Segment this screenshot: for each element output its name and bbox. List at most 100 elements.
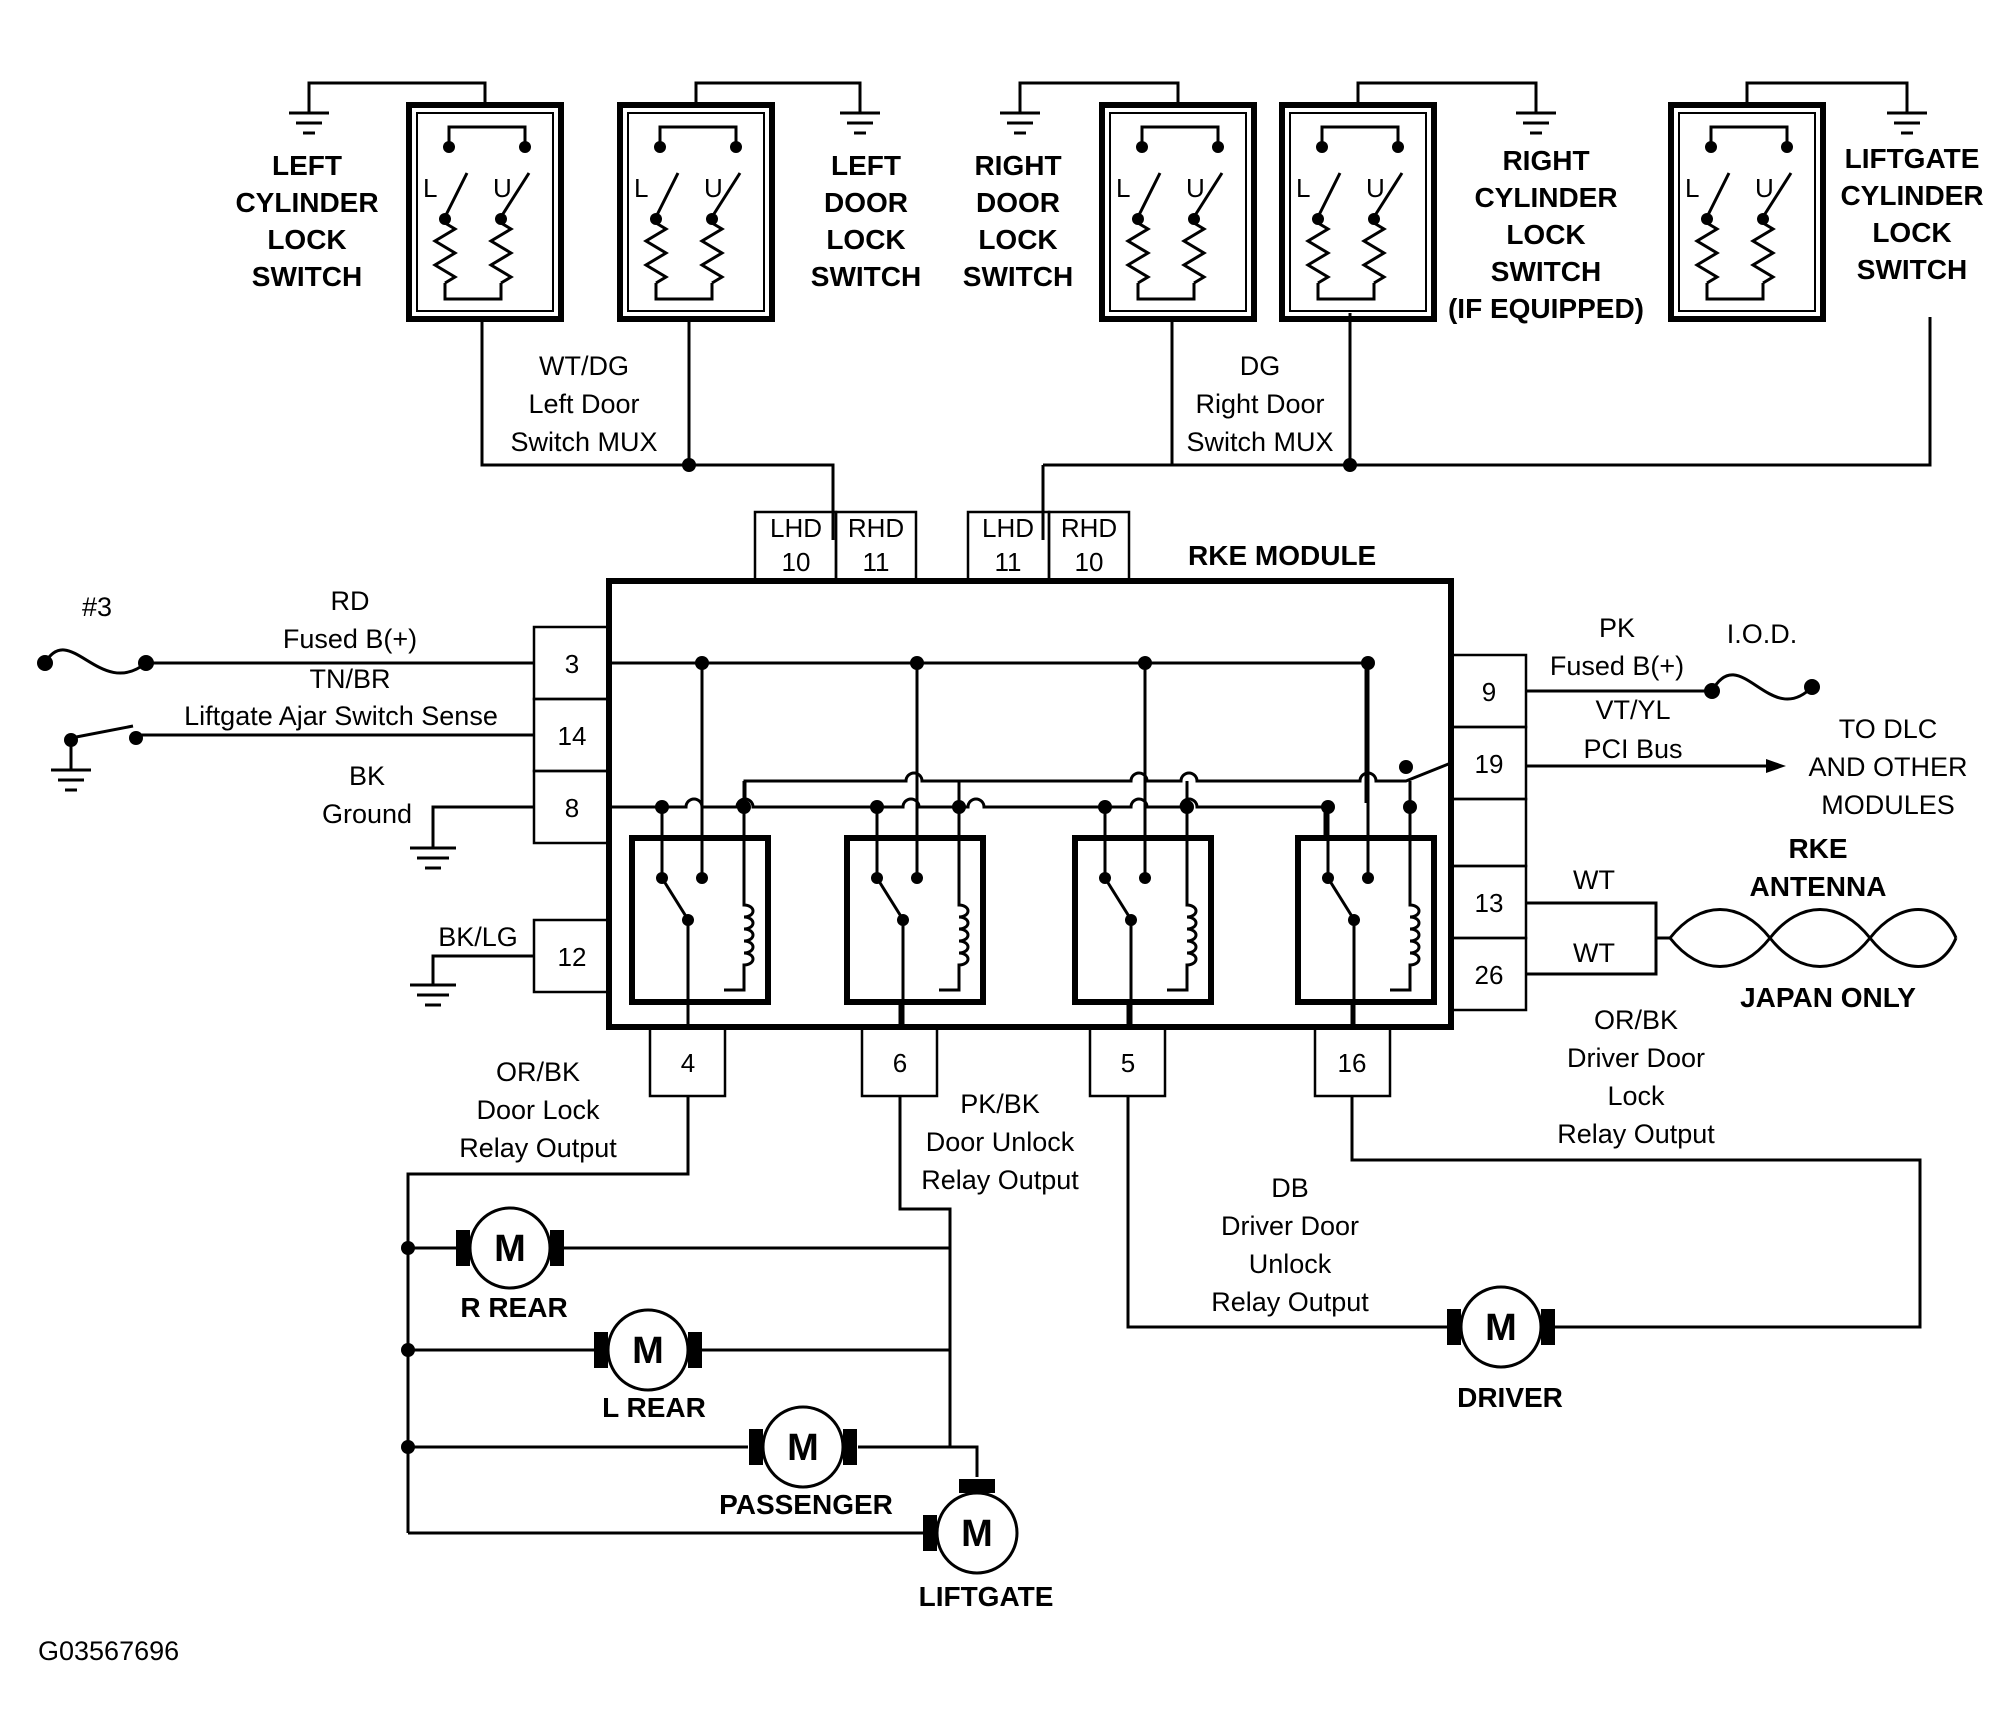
switch-lock-contact-label: L	[423, 173, 437, 203]
switch-unlock-contact-label: U	[1755, 173, 1774, 203]
pin-19: 19	[1475, 749, 1504, 779]
motor-symbol: M	[787, 1427, 819, 1469]
svg-text:LEFT: LEFT	[831, 150, 901, 181]
top-pin-number: 11	[995, 547, 1022, 577]
svg-text:Fused B(+): Fused B(+)	[1550, 651, 1684, 681]
motor-driver: M	[1447, 1285, 1555, 1369]
motor-label-l-rear: L REAR	[602, 1392, 706, 1423]
figure-id: G03567696	[38, 1636, 179, 1666]
svg-text:DG: DG	[1240, 351, 1281, 381]
motor-label-r-rear: R REAR	[460, 1292, 567, 1323]
svg-text:Door Lock: Door Lock	[476, 1095, 600, 1125]
ground-pin-12: BK/LG	[410, 922, 534, 1007]
svg-text:SWITCH: SWITCH	[1491, 256, 1601, 287]
motor-liftgate: M	[923, 1479, 1019, 1575]
svg-text:RKE: RKE	[1788, 833, 1847, 864]
fuse-3-circuit: #3 RD Fused B(+)	[37, 586, 534, 675]
svg-text:Driver Door: Driver Door	[1567, 1043, 1705, 1073]
pin-12: 12	[558, 942, 587, 972]
svg-text:JAPAN ONLY: JAPAN ONLY	[1740, 982, 1916, 1013]
svg-text:LOCK: LOCK	[1506, 219, 1585, 250]
right-door-switch-mux: DG Right Door Switch MUX	[1041, 313, 1932, 540]
pin-14: 14	[558, 721, 587, 751]
svg-text:SWITCH: SWITCH	[252, 261, 362, 292]
left-connector-pins: 3 14 8 12	[532, 625, 611, 994]
svg-text:LOCK: LOCK	[1872, 217, 1951, 248]
svg-text:LOCK: LOCK	[978, 224, 1057, 255]
pin-5: 5	[1121, 1048, 1135, 1078]
svg-text:Switch MUX: Switch MUX	[1186, 427, 1333, 457]
pin-4: 4	[681, 1048, 695, 1078]
svg-text:Ground: Ground	[322, 799, 412, 829]
internal-power-bus	[609, 661, 1368, 803]
relay-3	[1072, 656, 1214, 1027]
right-connector-pins: 9 19 13 26	[1449, 653, 1528, 1012]
motor-branch-wiring	[401, 1241, 979, 1535]
motor-symbol: M	[1485, 1307, 1517, 1349]
svg-text:Door Unlock: Door Unlock	[926, 1127, 1075, 1157]
svg-text:OR/BK: OR/BK	[496, 1057, 580, 1087]
svg-text:AND OTHER: AND OTHER	[1808, 752, 1967, 782]
svg-text:I.O.D.: I.O.D.	[1727, 619, 1798, 649]
svg-text:LEFT: LEFT	[272, 150, 342, 181]
motor-l-rear: M	[594, 1308, 702, 1392]
lock-motors: M M M M M	[456, 1206, 1555, 1575]
svg-text:DOOR: DOOR	[976, 187, 1060, 218]
switch-unlock-contact-label: U	[1186, 173, 1205, 203]
motor-label-passenger: PASSENGER	[719, 1489, 893, 1520]
top-pin-number: 10	[782, 547, 811, 577]
svg-text:ANTENNA: ANTENNA	[1750, 871, 1887, 902]
internal-relays	[629, 656, 1437, 1027]
pin-6: 6	[893, 1048, 907, 1078]
svg-text:WT: WT	[1573, 865, 1615, 895]
iod-fuse-circuit: PK Fused B(+) I.O.D.	[1526, 613, 1820, 701]
svg-text:Fused B(+): Fused B(+)	[283, 624, 417, 654]
top-pin-number: 11	[863, 547, 890, 577]
svg-text:Right Door: Right Door	[1195, 389, 1324, 419]
internal-ground-bus	[609, 797, 1327, 838]
svg-text:CYLINDER: CYLINDER	[1474, 182, 1617, 213]
driver-lock-output-wiring: OR/BK Driver Door Lock Relay Output	[1350, 1005, 1922, 1329]
motor-r-rear: M	[456, 1206, 564, 1290]
switch-unlock-contact-label: U	[1366, 173, 1385, 203]
top-pin-label: LHD	[770, 513, 822, 543]
pin-26: 26	[1475, 960, 1504, 990]
motor-symbol: M	[494, 1228, 526, 1270]
top-connector-pins: LHD 10 RHD 11 LHD 11 RHD 10	[753, 510, 1131, 583]
pin-3: 3	[565, 649, 579, 679]
switch-label-left-door: LEFT DOOR LOCK SWITCH	[811, 150, 921, 292]
switch-label-right-cylinder: RIGHT CYLINDER LOCK SWITCH (IF EQUIPPED)	[1448, 145, 1644, 324]
svg-text:LOCK: LOCK	[826, 224, 905, 255]
motor-symbol: M	[632, 1330, 664, 1372]
svg-text:Relay Output: Relay Output	[921, 1165, 1079, 1195]
svg-text:Relay Output: Relay Output	[1211, 1287, 1369, 1317]
svg-text:SWITCH: SWITCH	[963, 261, 1073, 292]
svg-text:SWITCH: SWITCH	[1857, 254, 1967, 285]
top-pin-number: 10	[1075, 547, 1104, 577]
svg-text:Unlock: Unlock	[1249, 1249, 1332, 1279]
switch-label-left-cylinder: LEFT CYLINDER LOCK SWITCH	[235, 150, 378, 292]
door-unlock-output-wiring: PK/BK Door Unlock Relay Output	[898, 1089, 1079, 1447]
switch-unlock-contact-label: U	[493, 173, 512, 203]
svg-text:PCI Bus: PCI Bus	[1583, 734, 1682, 764]
svg-text:Liftgate Ajar Switch Sense: Liftgate Ajar Switch Sense	[184, 701, 498, 731]
svg-text:WT: WT	[1573, 938, 1615, 968]
svg-text:Switch MUX: Switch MUX	[510, 427, 657, 457]
svg-text:TO DLC: TO DLC	[1839, 714, 1938, 744]
bottom-connector-pins: 4 6 5 16	[648, 1025, 1392, 1098]
relay-4	[1295, 656, 1437, 1027]
svg-text:PK: PK	[1599, 613, 1635, 643]
rke-module: RKE MODULE	[606, 540, 1454, 1030]
switch-lock-contact-label: L	[1296, 173, 1310, 203]
svg-text:BK/LG: BK/LG	[438, 922, 518, 952]
svg-text:DOOR: DOOR	[824, 187, 908, 218]
svg-text:TN/BR: TN/BR	[310, 664, 391, 694]
svg-text:Lock: Lock	[1607, 1081, 1665, 1111]
svg-text:RIGHT: RIGHT	[1502, 145, 1589, 176]
pin-9: 9	[1482, 677, 1496, 707]
svg-text:WT/DG: WT/DG	[539, 351, 629, 381]
